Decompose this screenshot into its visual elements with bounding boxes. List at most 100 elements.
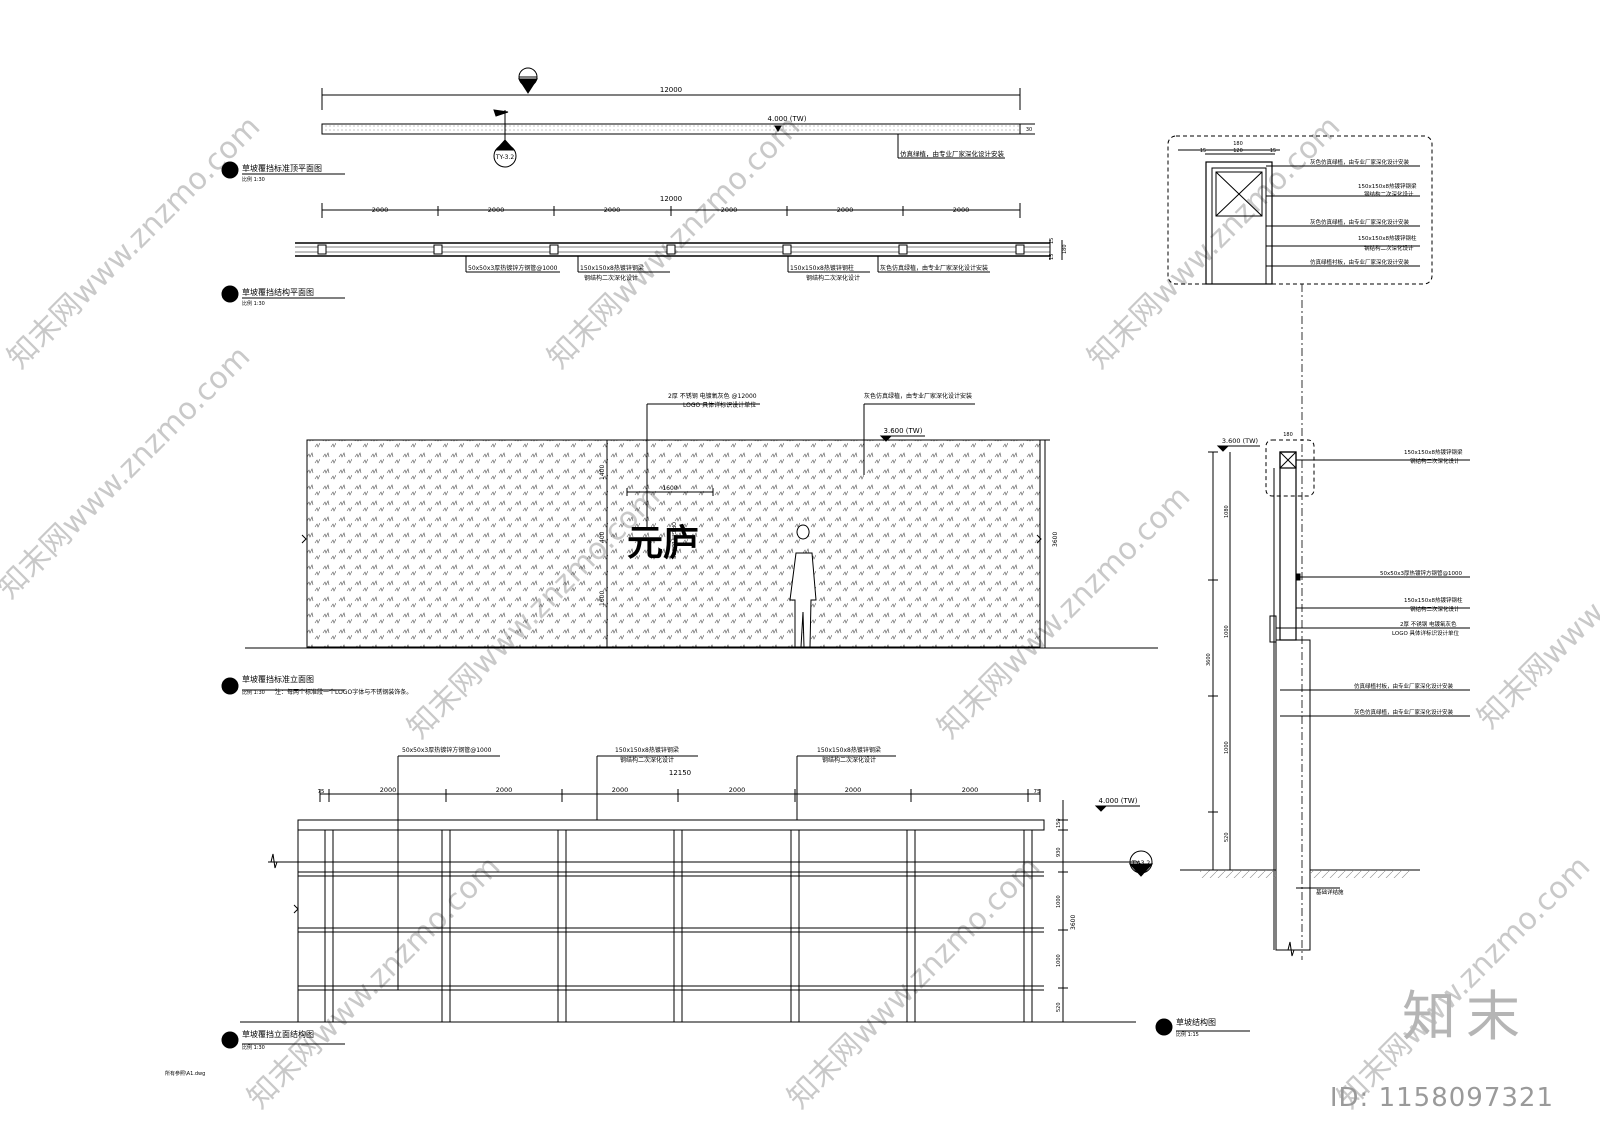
- elevation-view: [221, 403, 1158, 695]
- dimension-label: 2000: [496, 786, 513, 794]
- view-scale: 比例 1:30: [242, 300, 265, 307]
- view-scale: 比例 1:30: [242, 1044, 265, 1051]
- dimension-label: 12000: [660, 195, 682, 203]
- callout-text: 仿真绿植衬板，由专业厂家深化设计安装: [1354, 682, 1454, 690]
- elevation-text: 元庐 ORIGIN LODGE 2厚 不锈钢 电镀氧灰色 @12000 LOGO…: [242, 392, 1059, 696]
- dimension-label: 2000: [612, 786, 629, 794]
- callout-text: 钢结构二次深化设计: [1364, 244, 1414, 252]
- callout-text: 钢结构二次深化设计: [1410, 605, 1460, 613]
- elevation-label: 3.600 (TW): [884, 427, 923, 435]
- dimension-label: 2000: [953, 206, 970, 214]
- section-mark-text: TY-3.2: [1131, 860, 1151, 867]
- detail-plan-text: 180 15 120 15 灰色仿真绿植，由专业厂家深化设计安装 150x150…: [1200, 141, 1417, 266]
- dimension-label: 2000: [837, 206, 854, 214]
- dimension-label: 15: [1049, 254, 1055, 260]
- dimension-label: 12000: [660, 86, 682, 94]
- callout-text: 钢结构二次深化设计: [1410, 457, 1460, 465]
- callout-text: 灰色仿真绿植，由专业厂家深化设计安装: [1310, 218, 1410, 226]
- callout-text: 钢结构二次深化设计: [1364, 190, 1414, 198]
- dimension-label: 1000: [1224, 625, 1230, 638]
- dimension-label: 75: [318, 789, 325, 795]
- dimension-label: 2000: [729, 786, 746, 794]
- dimension-label: 180: [1283, 432, 1293, 438]
- section-view: [1155, 439, 1470, 1036]
- struct-elevation-text: 12150 75 2000 2000 2000 2000 2000 2000 7…: [165, 746, 1150, 1077]
- callout-text: 仿真绿植，由专业厂家深化设计安装: [900, 149, 1005, 158]
- watermark-text: 知末网www.znzmo.com: [241, 849, 507, 1115]
- callout-text: 钢结构二次深化设计: [620, 756, 674, 764]
- callout-text: 50x50x3厚热镀锌方钢管@1000: [1380, 569, 1463, 577]
- callout-text: 150x150x8热镀锌钢梁: [1404, 448, 1463, 456]
- dimension-label: 1080: [1224, 505, 1230, 518]
- dimension-label: 2000: [721, 206, 738, 214]
- callout-text: 钢结构二次深化设计: [584, 274, 638, 282]
- dimension-label: 1000: [1224, 741, 1230, 754]
- dimension-label: 520: [1056, 1002, 1062, 1012]
- callout-text: 2厚 不锈钢 电镀氧灰色: [1400, 620, 1457, 628]
- dimension-label: 2000: [488, 206, 505, 214]
- top-plan-text: 12000 4.000 (TW) 仿真绿植，由专业厂家深化设计安装 TY-3.2…: [242, 86, 1032, 183]
- callout-text: 150x150x8热镀锌钢柱: [1404, 596, 1463, 604]
- section-text: 3.600 (TW) 180 1080 1000 1000 520 3600 1…: [1176, 432, 1463, 1038]
- dimension-label: 3600: [1070, 915, 1077, 930]
- callout-text: 仿真绿植衬板，由专业厂家深化设计安装: [1310, 258, 1410, 266]
- dimension-label: 1400: [599, 465, 606, 480]
- callout-text: 150x150x8热镀锌钢梁: [580, 264, 644, 272]
- callout-text: 基础详结施: [1316, 888, 1344, 896]
- callout-text: 2厚 不锈钢 电镀氧灰色 @12000: [668, 392, 757, 400]
- callout-text: LOGO 具体详标识设计单位: [1392, 629, 1460, 637]
- dimension-label: 15: [1270, 148, 1276, 154]
- dimension-label: 3600: [1206, 653, 1212, 666]
- watermark-text: 知末网www.znzmo.com: [1081, 109, 1347, 375]
- view-title: 草坡覆挡标准立面图: [242, 674, 314, 684]
- brand-stamp: 知末: [1402, 985, 1530, 1048]
- dimension-label: 1600: [599, 591, 606, 606]
- elevation-label: 4.000 (TW): [768, 115, 807, 123]
- struct-plan-text: 12000 2000 2000 2000 2000 2000 2000 15 1…: [242, 195, 1068, 307]
- logo-subtext: ORIGIN LODGE: [670, 522, 676, 559]
- struct-elevation-view: [221, 755, 1154, 1049]
- dimension-label: 3600: [1052, 532, 1059, 547]
- callout-text: 150x150x8热镀锌钢梁: [817, 746, 881, 754]
- watermark-text: 知末网www.znzmo.com: [781, 849, 1047, 1115]
- dimension-label: 120: [1233, 148, 1243, 154]
- view-scale: 比例 1:30: [242, 689, 265, 696]
- dimension-label: 180: [1062, 244, 1068, 254]
- dimension-label: 12150: [669, 769, 691, 777]
- dimension-label: 30: [1026, 127, 1032, 133]
- callout-text: 150x150x8热镀锌钢柱: [790, 264, 854, 272]
- dimension-label: 2000: [372, 206, 389, 214]
- callout-text: 灰色仿真绿植，由专业厂家深化设计安装: [1310, 158, 1410, 166]
- dimension-label: 2000: [962, 786, 979, 794]
- dimension-label: 930: [1056, 847, 1062, 857]
- view-scale: 比例 1:30: [242, 176, 265, 183]
- elevation-label: 4.000 (TW): [1099, 797, 1138, 805]
- dimension-label: 15: [1200, 148, 1206, 154]
- dimension-label: 15: [1049, 238, 1055, 244]
- view-scale: 比例 1:15: [1176, 1031, 1199, 1038]
- dimension-label: 2000: [604, 206, 621, 214]
- callout-text: LOGO 具体详标识设计单位: [683, 401, 756, 409]
- view-note: 注：每两个标准段一个LOGO字体与不锈钢装饰条。: [275, 688, 412, 696]
- dimension-label: 400: [599, 531, 606, 543]
- callout-text: 50x50x3厚热镀锌方钢管@1000: [402, 746, 492, 754]
- callout-text: 150x150x8热镀锌钢柱: [1358, 234, 1417, 242]
- dimension-label: 1600: [662, 485, 677, 492]
- view-title: 草坡结构图: [1176, 1017, 1216, 1027]
- dimension-label: 520: [1224, 832, 1230, 842]
- dimension-label: 2000: [845, 786, 862, 794]
- struct-plan-view: [221, 203, 1063, 303]
- view-title: 草坡覆挡结构平面图: [242, 287, 314, 297]
- top-plan-view: [221, 67, 1035, 179]
- callout-text: 150x150x8热镀锌钢梁: [1358, 182, 1417, 190]
- dimension-label: 1000: [1056, 895, 1062, 908]
- dimension-label: 75: [1034, 789, 1041, 795]
- dimension-label: 2000: [380, 786, 397, 794]
- callout-text: 灰色仿真绿植，由专业厂家深化设计安装: [1354, 708, 1454, 716]
- dimension-label: 180: [1233, 141, 1243, 147]
- section-mark-text: TY-3.2: [495, 154, 515, 161]
- dimension-label: 1000: [1056, 954, 1062, 967]
- id-stamp: ID: 1158097321: [1329, 1083, 1554, 1113]
